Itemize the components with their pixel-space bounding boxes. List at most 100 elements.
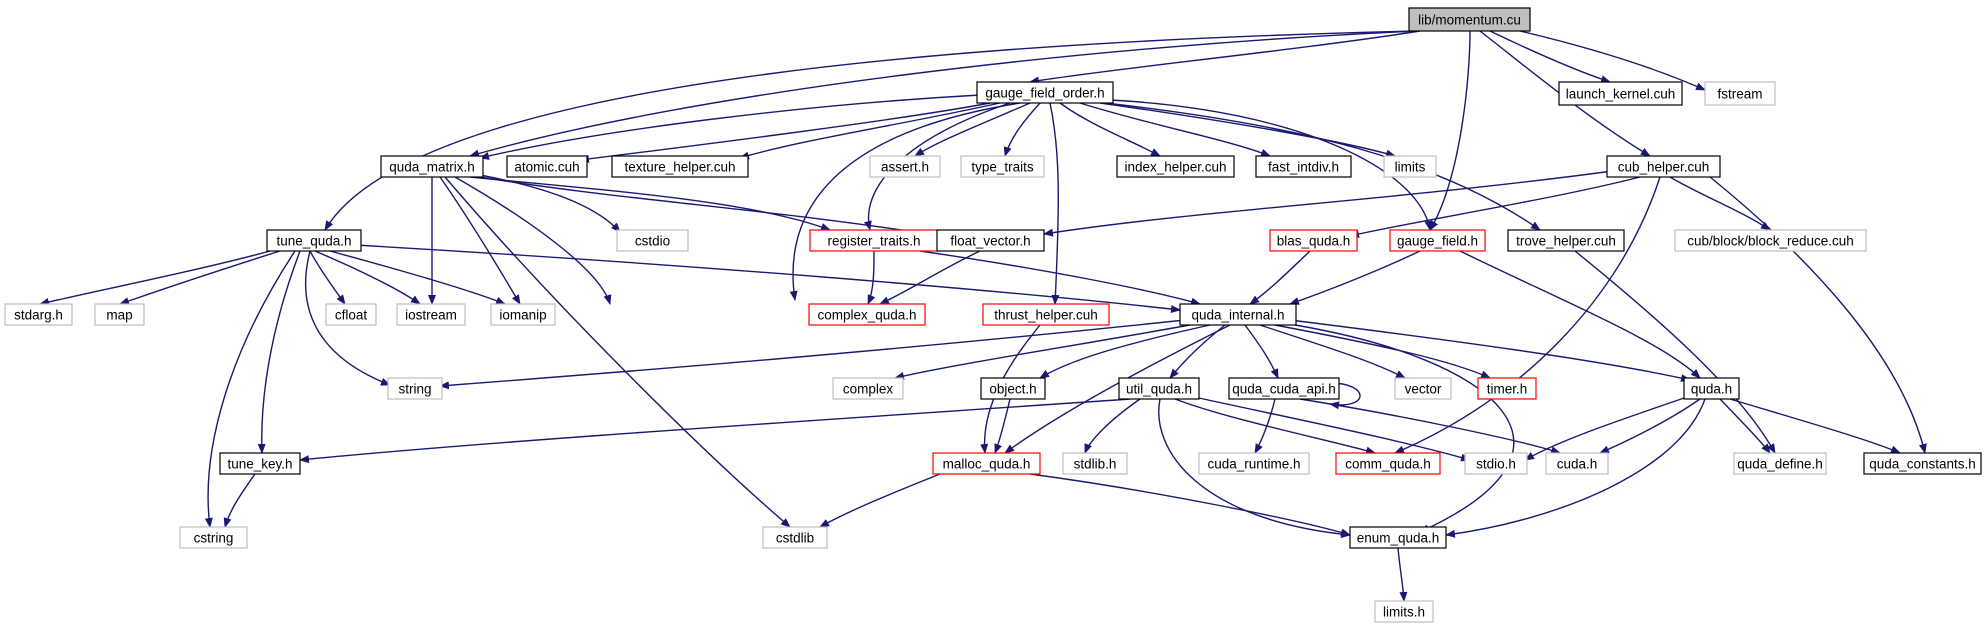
node-gfo[interactable]: gauge_field_order.h: [976, 81, 1114, 104]
node-assert[interactable]: assert.h: [869, 155, 941, 178]
node-label: gauge_field.h: [1397, 234, 1478, 249]
edge-arrow: [789, 102, 1021, 301]
edge-arrow: [1489, 30, 1611, 83]
node-cstring[interactable]: cstring: [179, 526, 248, 549]
node-cfloat[interactable]: cfloat: [325, 303, 377, 326]
node-cstdlib[interactable]: cstdlib: [762, 526, 828, 549]
node-objecth[interactable]: object.h: [980, 377, 1046, 400]
node-malloc[interactable]: malloc_quda.h: [932, 452, 1041, 475]
node-tune[interactable]: tune_quda.h: [266, 229, 362, 252]
node-box: [936, 229, 1045, 252]
edge-arrow: [309, 250, 346, 305]
node-stdarg[interactable]: stdarg.h: [4, 303, 73, 326]
edge-arrow: [469, 176, 831, 231]
edge-arrow: [879, 250, 981, 305]
node-box: [1179, 303, 1297, 326]
edge-arrow: [469, 30, 1419, 158]
node-cstdio[interactable]: cstdio: [616, 229, 689, 252]
node-label: iomanip: [499, 308, 546, 323]
node-momentum[interactable]: lib/momentum.cu: [1408, 7, 1531, 32]
node-label: texture_helper.cuh: [624, 160, 735, 175]
edge-arrow: [1004, 324, 1231, 454]
node-qinternal[interactable]: quda_internal.h: [1179, 303, 1297, 326]
node-iostream[interactable]: iostream: [396, 303, 466, 326]
edge-arrow: [1669, 176, 1771, 231]
node-qmatrix[interactable]: quda_matrix.h: [380, 155, 484, 178]
node-cubblock[interactable]: cub/block/block_reduce.cuh: [1674, 229, 1867, 252]
node-trove[interactable]: trove_helper.cuh: [1507, 229, 1625, 252]
edge-arrow: [919, 250, 1201, 306]
node-stdioh[interactable]: stdio.h: [1464, 452, 1528, 475]
node-box: [1349, 526, 1447, 549]
node-thrust[interactable]: thrust_helper.cuh: [982, 303, 1110, 326]
node-label: tune_quda.h: [276, 234, 351, 249]
node-label: cuda.h: [1557, 457, 1598, 472]
node-box: [1116, 155, 1235, 178]
node-enumq[interactable]: enum_quda.h: [1349, 526, 1447, 549]
node-box: [1606, 155, 1721, 178]
node-iomanip[interactable]: iomanip: [490, 303, 556, 326]
node-string[interactable]: string: [387, 377, 443, 400]
node-box: [490, 303, 556, 326]
node-typetraits[interactable]: type_traits: [960, 155, 1045, 178]
node-gaugefield[interactable]: gauge_field.h: [1389, 229, 1486, 252]
node-timer[interactable]: timer.h: [1477, 377, 1537, 400]
node-blas[interactable]: blas_quda.h: [1269, 229, 1358, 252]
node-box: [1863, 452, 1982, 475]
node-label: cstring: [194, 531, 234, 546]
node-indexh[interactable]: index_helper.cuh: [1116, 155, 1235, 178]
edge-arrow: [894, 324, 1191, 380]
node-comm[interactable]: comm_quda.h: [1335, 452, 1441, 475]
edge-arrow: [1184, 394, 1471, 462]
node-regtraits[interactable]: register_traits.h: [809, 229, 939, 252]
node-tunekey[interactable]: tune_key.h: [219, 452, 301, 475]
node-stdlib[interactable]: stdlib.h: [1062, 452, 1128, 475]
node-label: lib/momentum.cu: [1418, 13, 1521, 28]
node-texture[interactable]: texture_helper.cuh: [611, 155, 749, 178]
edge-arrow: [479, 174, 621, 233]
node-label: limits: [1395, 160, 1426, 175]
node-map[interactable]: map: [94, 303, 145, 326]
edge-arrow: [739, 102, 1001, 160]
node-box: [1374, 600, 1434, 623]
node-label: cstdio: [635, 234, 670, 249]
edge-arrow: [1259, 324, 1406, 379]
node-cudah[interactable]: cuda.h: [1545, 452, 1609, 475]
node-qconst[interactable]: quda_constants.h: [1863, 452, 1982, 475]
edge-arrow: [1519, 30, 1706, 91]
edge-arrow: [1158, 398, 1351, 539]
node-complex[interactable]: complex: [832, 377, 904, 400]
node-utilq[interactable]: util_quda.h: [1118, 377, 1200, 400]
node-limitsh[interactable]: limits.h: [1374, 600, 1434, 623]
edge-arrow: [454, 176, 612, 305]
node-vector[interactable]: vector: [1394, 377, 1452, 400]
node-atomic[interactable]: atomic.cuh: [506, 155, 588, 178]
node-box: [396, 303, 466, 326]
node-fastint[interactable]: fast_intdiv.h: [1255, 155, 1352, 178]
edge-arrow: [1524, 395, 1691, 461]
node-qcudaapi[interactable]: quda_cuda_api.h: [1228, 377, 1340, 400]
node-box: [1477, 377, 1537, 400]
node-label: limits.h: [1383, 605, 1425, 620]
node-box: [4, 303, 73, 326]
edge-arrow: [479, 176, 941, 239]
edge-arrow: [1709, 176, 1927, 454]
node-fstream[interactable]: fstream: [1704, 81, 1776, 106]
edge-arrow: [1274, 324, 1491, 379]
node-quda[interactable]: quda.h: [1683, 377, 1740, 400]
node-box: [1062, 452, 1128, 475]
node-complexq[interactable]: complex_quda.h: [808, 303, 926, 326]
node-limits[interactable]: limits: [1383, 155, 1437, 178]
node-qdefine[interactable]: quda_define.h: [1733, 452, 1827, 475]
edge-arrow: [223, 473, 256, 528]
node-box: [1228, 377, 1340, 400]
node-cudaruntime[interactable]: cuda_runtime.h: [1198, 452, 1310, 475]
node-box: [869, 155, 941, 178]
node-label: object.h: [989, 382, 1036, 397]
edge-arrow: [1459, 250, 1701, 379]
node-floatvec[interactable]: float_vector.h: [936, 229, 1045, 252]
edge-arrow: [1029, 473, 1351, 537]
node-cubh[interactable]: cub_helper.cuh: [1606, 155, 1721, 178]
node-launch[interactable]: launch_kernel.cuh: [1558, 81, 1683, 106]
node-label: vector: [1405, 382, 1442, 397]
